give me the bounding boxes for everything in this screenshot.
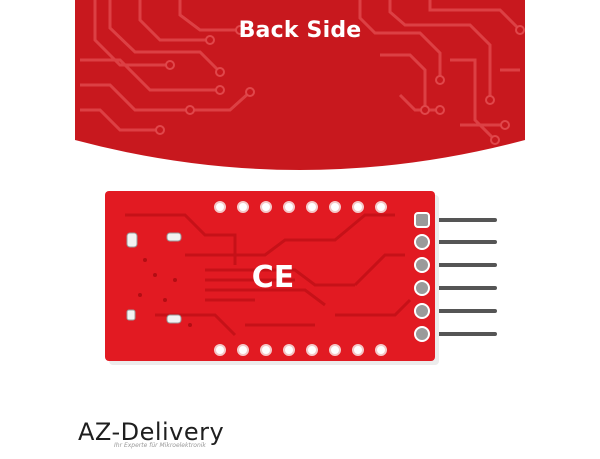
brand-logo: AZ-Delivery Ihr Experte für Mikroelektro… (78, 419, 224, 459)
pcb-illustration: CE (105, 191, 497, 365)
circuit-pattern (75, 0, 525, 180)
bottom-pads (214, 344, 387, 356)
top-pads (214, 201, 387, 213)
ce-mark: CE (252, 260, 295, 295)
page-title: Back Side (238, 18, 362, 43)
pcb-board: CE (95, 185, 515, 375)
header-solder-pads (414, 212, 430, 342)
brand-name: AZ-Delivery (78, 418, 225, 446)
header-banner: Back Side (0, 0, 600, 180)
brand-tagline: Ihr Experte für Mikroelektronik (114, 442, 206, 449)
